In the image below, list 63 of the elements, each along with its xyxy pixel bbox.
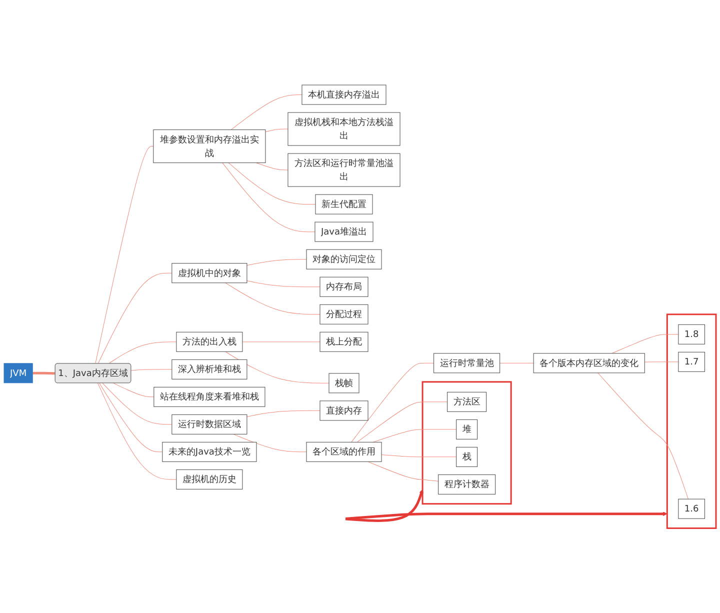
arrow: [345, 512, 668, 520]
connector-line: [130, 369, 172, 371]
highlight-frame: [422, 381, 512, 504]
connector-line: [598, 372, 688, 500]
topic-box: 堆: [456, 419, 478, 440]
topic-box: 程序计数器: [438, 474, 496, 494]
connector-line: [32, 372, 56, 375]
connector-line: [612, 334, 679, 354]
topic-box: 栈上分配: [320, 332, 368, 352]
topic-box: 1.7: [678, 352, 705, 372]
connector-line: [225, 351, 330, 384]
topic-box: 栈帧: [328, 373, 360, 394]
connector-line: [228, 162, 316, 204]
connector-line: [113, 382, 154, 398]
topic-box: 直接内存: [320, 400, 368, 421]
topic-box: 方法区和运行时常量池溢出: [288, 153, 400, 187]
topic-box: 虚拟机栈和本地方法栈溢出: [288, 112, 400, 146]
topic-box: 分配过程: [320, 304, 368, 324]
arrow: [345, 489, 424, 522]
topic-box: 运行时数据区域: [172, 414, 248, 434]
topic-box: Java堆溢出: [314, 222, 374, 242]
connector-line: [222, 162, 316, 232]
connector-line: [381, 454, 457, 458]
connector-line: [351, 362, 434, 442]
topic-box: 各个区域的作用: [306, 442, 382, 462]
connector-line: [98, 272, 172, 364]
connector-line: [246, 280, 320, 287]
connector-line: [246, 258, 307, 266]
connector-line: [372, 429, 457, 442]
topic-box: 虚拟机的历史: [176, 469, 243, 490]
topic-box: 未来的Java技术一览: [162, 442, 257, 462]
connector-line: [256, 162, 288, 170]
topic-box: 栈: [456, 446, 478, 467]
topic-box: 对象的访问定位: [306, 249, 382, 270]
connector-line: [230, 94, 302, 130]
topic-box: 各个版本内存区域的变化: [533, 353, 645, 374]
connector-line: [233, 434, 307, 452]
connector-line: [225, 282, 320, 314]
topic-box: 站在线程角度来看堆和栈: [154, 386, 266, 407]
topic-box: JVM: [4, 363, 33, 384]
connector-line: [368, 461, 439, 482]
connector-line: [500, 362, 534, 364]
connector-line: [95, 146, 154, 364]
topic-box: 内存布局: [320, 276, 368, 297]
topic-box: 新生代配置: [315, 194, 373, 214]
connector-line: [102, 382, 172, 425]
topic-box: 深入辨析堆和栈: [172, 359, 248, 380]
topic-box: 1.8: [678, 324, 705, 344]
connector-line: [98, 382, 177, 480]
connector-line: [108, 342, 177, 364]
connector-line: [99, 382, 163, 452]
topic-box: 堆参数设置和内存溢出实战: [153, 129, 266, 163]
connector-line: [356, 402, 448, 442]
topic-box: 本机直接内存溢出: [302, 84, 386, 105]
connector-line: [246, 410, 320, 417]
topic-box: 1、Java内存区域: [54, 363, 132, 384]
topic-box: 1.6: [678, 498, 705, 519]
highlight-frame: [666, 314, 717, 529]
topic-box: 方法区: [447, 392, 487, 412]
topic-box: 虚拟机中的对象: [172, 262, 248, 283]
connector-line: [265, 128, 288, 132]
topic-box: 方法的出入栈: [176, 332, 243, 352]
topic-box: 运行时常量池: [434, 353, 500, 374]
